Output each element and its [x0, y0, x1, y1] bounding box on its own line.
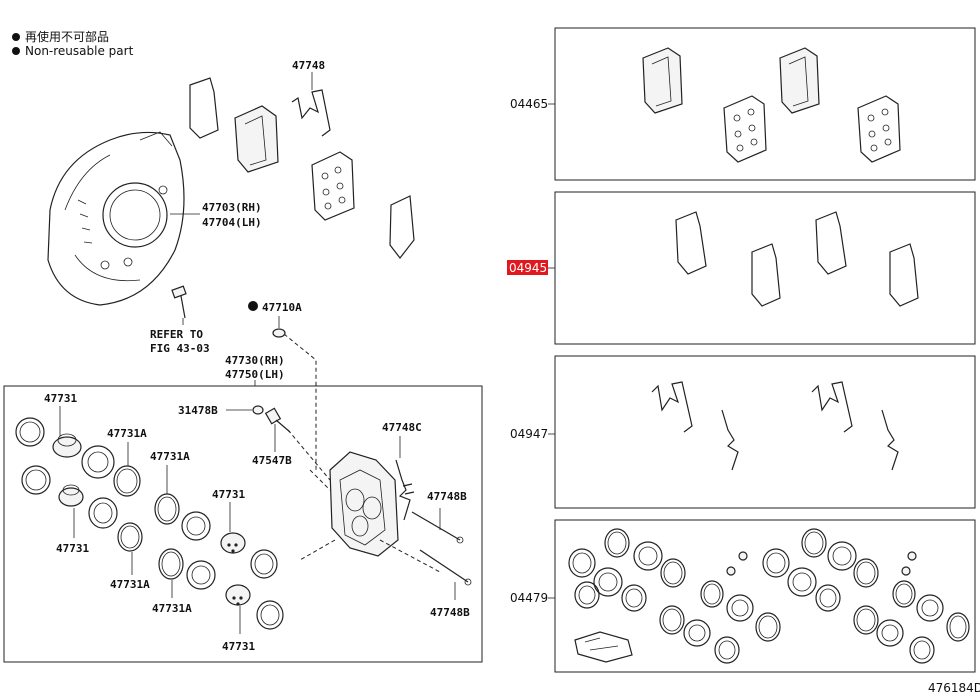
callout-47731-c: 47731 — [56, 542, 89, 555]
bolt-illustration — [171, 285, 187, 319]
callout-47731A-c: 47731A — [110, 578, 150, 591]
callout-31478B: 31478B — [178, 404, 218, 417]
refer-fig-label: FIG 43-03 — [150, 342, 210, 355]
callout-47748B-bottom: 47748B — [430, 606, 470, 619]
callout-47731A-a: 47731A — [107, 427, 147, 440]
spring-kit-illustration — [651, 381, 899, 471]
non-reusable-bullet-icon — [12, 47, 20, 55]
caliper-assembly-frame — [3, 385, 483, 663]
non-reusable-bullet-icon — [12, 33, 20, 41]
callout-47748: 47748 — [292, 59, 325, 72]
caliper-body-illustration — [329, 451, 399, 557]
pad-kit-illustration — [642, 47, 901, 163]
bleeder-plug-illustration — [272, 316, 286, 338]
callout-47730: 47730(RH) — [225, 354, 285, 367]
kit-code-04945[interactable]: 04945 — [509, 261, 547, 275]
bleeder-cap-illustration — [252, 405, 291, 433]
callout-47731-d: 47731 — [222, 640, 255, 653]
dashed-leader — [283, 333, 317, 470]
refer-to-label: REFER TO — [150, 328, 203, 341]
callout-47750: 47750(LH) — [225, 368, 285, 381]
kit-code-highlight — [507, 260, 548, 275]
dashed-leader — [309, 469, 331, 491]
kit-code-04947[interactable]: 04947 — [510, 427, 548, 441]
pad-pin-illustration — [411, 511, 472, 586]
kit-box-04945[interactable] — [554, 191, 976, 345]
callout-47703: 47703(RH) — [202, 201, 262, 214]
callout-47731-a: 47731 — [44, 392, 77, 405]
non-reusable-bullet-icon — [248, 301, 258, 311]
kit-code-04465[interactable]: 04465 — [510, 97, 548, 111]
callout-47731A-b: 47731A — [150, 450, 190, 463]
kit-box-04947[interactable] — [554, 355, 976, 509]
dashed-leader — [287, 429, 331, 481]
brake-pad-illustration — [234, 105, 279, 173]
dust-cover-illustration — [47, 131, 185, 306]
kit-box-04465[interactable] — [554, 27, 976, 181]
legend-english: Non-reusable part — [25, 44, 134, 58]
callout-47704: 47704(LH) — [202, 216, 262, 229]
anti-squeal-plate-illustration — [311, 151, 355, 221]
kit-box-04479[interactable] — [554, 519, 976, 673]
legend-japanese: 再使用不可部品 — [25, 29, 109, 44]
pad-spring-illustration — [395, 459, 415, 521]
seal-kit-illustration — [568, 528, 970, 664]
dashed-leader — [379, 539, 441, 573]
callout-47748B-top: 47748B — [427, 490, 467, 503]
callout-47731A-d: 47731A — [152, 602, 192, 615]
kit-code-04479[interactable]: 04479 — [510, 591, 548, 605]
callout-47547B: 47547B — [252, 454, 292, 467]
shim-illustration — [189, 77, 415, 259]
callout-47731-b: 47731 — [212, 488, 245, 501]
shim-kit-illustration — [675, 211, 919, 307]
dashed-leader — [299, 539, 336, 561]
callout-47710A: 47710A — [262, 301, 302, 314]
figure-id: 476184D — [928, 681, 980, 695]
pad-spring-illustration — [291, 89, 331, 137]
callout-47748C: 47748C — [382, 421, 422, 434]
